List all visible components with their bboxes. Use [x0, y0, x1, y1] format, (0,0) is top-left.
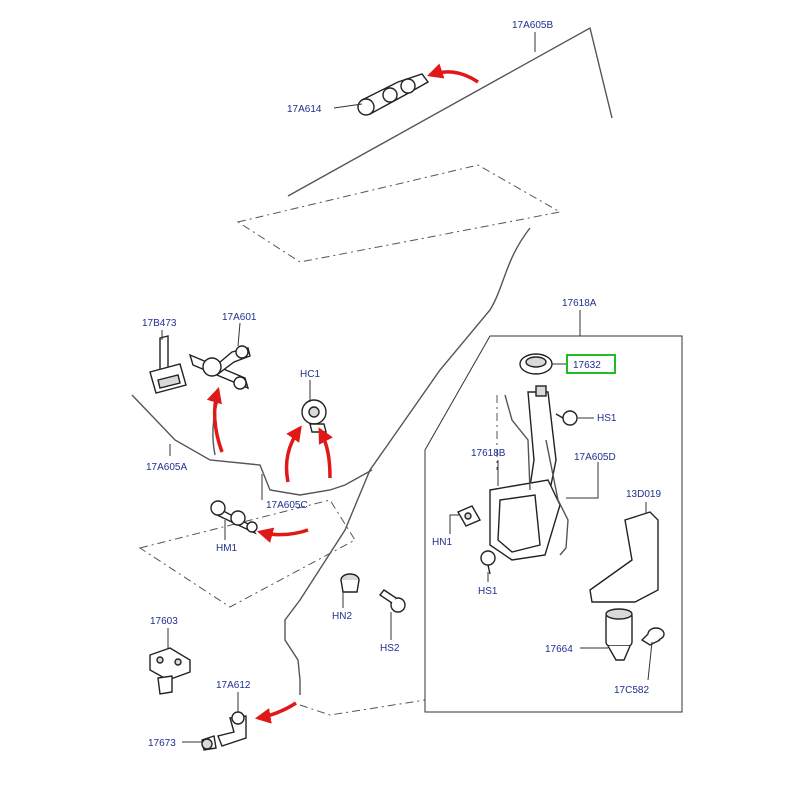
highlight-box-17632 [566, 354, 616, 374]
label-17A614[interactable]: 17A614 [287, 104, 322, 115]
label-17A601[interactable]: 17A601 [222, 312, 257, 323]
label-17A605C[interactable]: 17A605C [266, 500, 308, 511]
part-HN1-nut [457, 505, 481, 527]
label-17A612[interactable]: 17A612 [216, 680, 251, 691]
part-17673-cap [201, 735, 217, 751]
label-17B473[interactable]: 17B473 [142, 318, 177, 329]
red-curved-arrow-icon [256, 527, 309, 543]
part-17A601-tee-connector [188, 345, 251, 390]
red-arrows [206, 63, 479, 724]
label-17A605D[interactable]: 17A605D [574, 452, 616, 463]
vehicle-outline-dashed [138, 164, 562, 716]
leader-lines [161, 32, 653, 743]
red-curved-arrow-icon [206, 386, 224, 453]
label-17C582[interactable]: 17C582 [614, 685, 649, 696]
part-17618A-reservoir [489, 385, 569, 561]
label-HS1-upper[interactable]: HS1 [597, 413, 617, 424]
label-17A605A[interactable]: 17A605A [146, 462, 187, 473]
part-17A612-elbow [217, 711, 247, 747]
label-17618A[interactable]: 17618A [562, 298, 597, 309]
label-HS2[interactable]: HS2 [380, 643, 400, 654]
part-HC1-clip [301, 399, 327, 433]
red-curved-arrow-icon [318, 427, 333, 479]
part-HS1-screw-upper [555, 410, 578, 426]
part-HM1-connector [210, 500, 258, 535]
part-HN2-nut [340, 573, 360, 593]
label-17A605B[interactable]: 17A605B [512, 20, 553, 31]
label-HC1[interactable]: HC1 [300, 369, 320, 380]
label-17673[interactable]: 17673 [148, 738, 176, 749]
part-17664-pump [605, 608, 633, 661]
part-17B473-clip [149, 335, 187, 394]
label-13D019[interactable]: 13D019 [626, 489, 661, 500]
label-17618B[interactable]: 17618B [471, 448, 506, 459]
part-17632-filler-cap [519, 353, 553, 375]
part-13D019-shield [589, 511, 659, 603]
part-17603-nozzle [149, 647, 191, 695]
red-curved-arrow-icon [284, 425, 302, 483]
red-curved-arrow-icon [254, 701, 297, 724]
label-HN1[interactable]: HN1 [432, 537, 452, 548]
part-labels: 17A605B 17A614 17B473 17A601 HC1 17A605A… [142, 20, 661, 749]
part-17A614-connector [357, 73, 430, 116]
label-17603[interactable]: 17603 [150, 616, 178, 627]
reservoir-assembly-frame [424, 335, 683, 713]
label-HS1-lower[interactable]: HS1 [478, 586, 498, 597]
label-HN2[interactable]: HN2 [332, 611, 352, 622]
label-17632[interactable]: 17632 [573, 360, 601, 371]
part-HS2-screw [378, 589, 406, 613]
part-17C582-grommet [640, 627, 665, 646]
label-HM1[interactable]: HM1 [216, 543, 238, 554]
red-curved-arrow-icon [427, 63, 479, 84]
label-17664[interactable]: 17664 [545, 644, 573, 655]
part-HS1-screw-lower [480, 550, 496, 575]
